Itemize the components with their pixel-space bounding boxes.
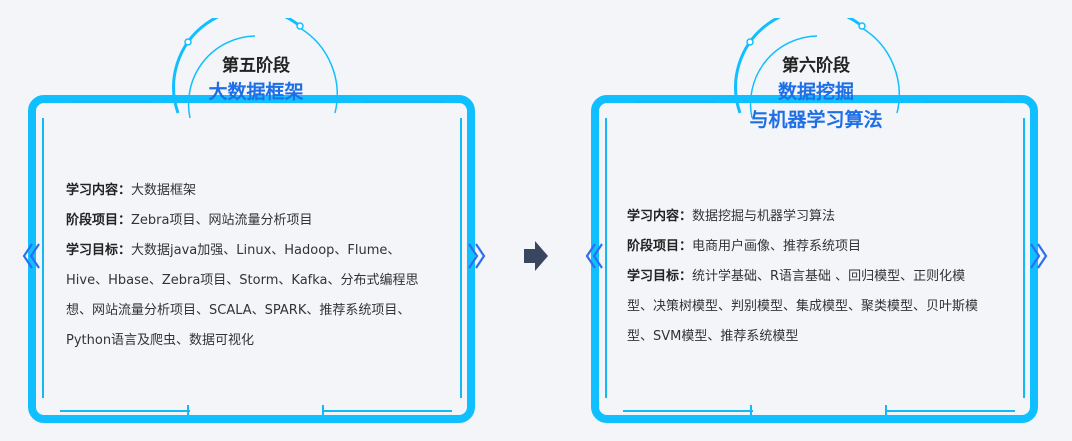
card2-left-inner-line [605, 118, 607, 398]
card2-right-inner-line [1023, 118, 1025, 398]
card1-bottom-line-left [60, 410, 190, 412]
goal-label: 学习目标： [627, 269, 693, 284]
stage5-content: 学习内容：大数据框架 阶段项目：Zebra项目、网站流量分析项目 学习目标：大数… [66, 176, 466, 356]
goal-line: 大数据java加强、Linux、Hadoop、Flume、 [131, 243, 401, 258]
card1-left-inner-line [42, 118, 44, 398]
stage6-content: 学习内容：数据挖掘与机器学习算法 阶段项目：电商用户画像、推荐系统项目 学习目标… [627, 202, 1027, 352]
card1-right-inner-line [460, 118, 462, 398]
project-label: 阶段项目： [627, 239, 693, 254]
content-value: 大数据框架 [131, 183, 197, 198]
content-label: 学习内容： [66, 183, 132, 198]
stage5-card [28, 95, 475, 423]
project-value: 电商用户画像、推荐系统项目 [692, 239, 862, 254]
project-label: 阶段项目： [66, 213, 132, 228]
card2-bottom-line-left [623, 410, 753, 412]
card1-bottom-line-right [322, 410, 452, 412]
prev-chevron-icon[interactable] [585, 243, 603, 269]
stage5-header: 第五阶段 大数据框架 [136, 54, 376, 106]
goal-line: 统计学基础、R语言基础 、回归模型、正则化模 [692, 269, 966, 284]
stage6-title-line2: 与机器学习算法 [749, 109, 883, 131]
card2-tick [750, 405, 752, 415]
card2-top-line-right [926, 101, 1006, 103]
card2-tick [885, 405, 887, 415]
card1-tick [322, 405, 324, 415]
card2-bottom-line-right [885, 410, 1015, 412]
next-chevron-icon[interactable] [468, 243, 486, 269]
stage6-card [591, 95, 1038, 423]
card2-top-line-left [635, 101, 715, 103]
goal-line: 型、决策树模型、判别模型、集成模型、聚类模型、贝叶斯模 [627, 299, 979, 314]
goal-line: 想、网站流量分析项目、SCALA、SPARK、推荐系统项目、 [66, 303, 411, 318]
prev-chevron-icon[interactable] [22, 243, 40, 269]
stage5-title: 大数据框架 [208, 81, 304, 103]
content-value: 数据挖掘与机器学习算法 [692, 209, 836, 224]
goal-label: 学习目标： [66, 243, 132, 258]
card1-top-line-right [364, 101, 444, 103]
next-chevron-icon[interactable] [1030, 243, 1048, 269]
stage5-label: 第五阶段 [222, 56, 290, 76]
goal-line: 型、SVM模型、推荐系统模型 [627, 329, 799, 344]
stage6-header: 第六阶段 数据挖掘 与机器学习算法 [696, 54, 936, 134]
right-arrow-icon [524, 241, 548, 271]
content-label: 学习内容： [627, 209, 693, 224]
goal-line: Hive、Hbase、Zebra项目、Storm、Kafka、分布式编程思 [66, 273, 419, 288]
stage5-header-arc [172, 18, 338, 119]
card1-top-line-left [72, 101, 152, 103]
stage6-label: 第六阶段 [782, 56, 850, 76]
project-value: Zebra项目、网站流量分析项目 [131, 213, 313, 228]
goal-line: Python语言及爬虫、数据可视化 [66, 333, 255, 348]
card1-tick [187, 405, 189, 415]
stage6-header-arc [734, 18, 900, 119]
stage6-title-line1: 数据挖掘 [777, 81, 854, 103]
